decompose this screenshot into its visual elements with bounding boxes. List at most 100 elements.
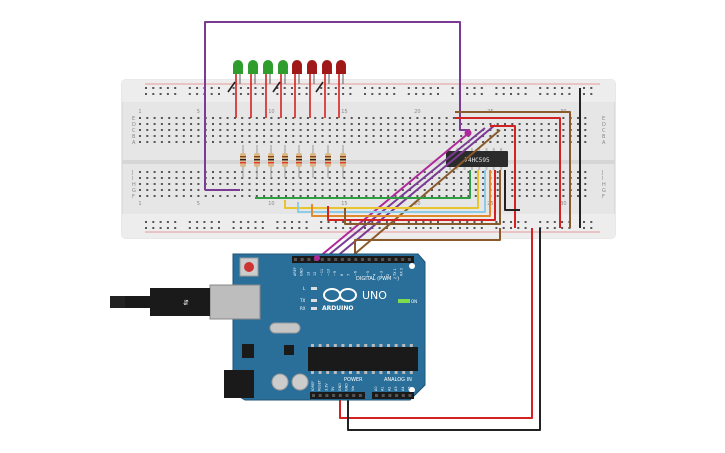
header-pin-label: TX 1 [393,268,397,277]
col-label: 5 [197,109,200,115]
header-pin-label: ~9 [333,271,337,276]
col-label: 15 [341,201,347,207]
model-label: UNO [362,289,387,302]
resistor [310,145,316,178]
row-label: D [602,122,606,128]
col-label: 10 [268,201,274,207]
header-pin-label: ~3 [379,271,383,276]
analog-pin-label: A0 [374,387,378,391]
wire-black-power [347,228,541,431]
row-label: A [132,140,136,146]
resistor [268,145,274,178]
resistor [296,145,302,178]
row-label: H [602,182,606,188]
wire-black-mid [504,170,520,211]
power-pin-label: Vin [351,386,355,391]
wire-purple-3 [334,124,496,259]
brand-label: ARDUINO [322,305,353,312]
col-label: 1 [138,109,141,115]
wire-lightblue [297,170,486,213]
wire-orange [311,170,491,217]
power-pin-label: 3.3V [324,383,328,391]
col-label: 20 [414,201,420,207]
wire-red-power [339,228,533,419]
row-label: C [602,128,606,134]
wire-brown-board [354,228,501,258]
analog-pin-label: A5 [408,387,412,391]
led-green [278,60,288,118]
led-l-label: L [303,286,306,291]
led-array [227,60,346,118]
chip-label: 74HC595 [464,157,490,164]
led-tx-label: TX [299,298,305,303]
led-red [307,60,317,118]
led-red [322,60,332,118]
header-pin-label: GND [300,268,304,276]
col-label: 1 [138,201,141,207]
col-label: 15 [341,109,347,115]
header-pin-label: 12 [313,272,317,276]
header-pin-label: 13 [306,272,310,276]
wire-red-low [327,170,496,221]
svg-text:⇵: ⇵ [183,299,189,307]
row-label: C [132,128,136,134]
wire-brown-right [455,111,571,228]
col-label: 5 [197,201,200,207]
analog-pin-label: A3 [394,387,398,391]
led-green [263,60,273,118]
wire-magenta [317,131,471,259]
row-label: E [602,116,605,122]
wire-purple-2 [324,127,486,259]
header-pin-label: AREF [293,267,297,276]
junction-dot-1 [464,129,472,137]
row-label: G [132,188,136,194]
row-label: F [602,194,605,200]
header-pin-label: 7 [347,274,351,276]
led-rx-label: RX [300,306,306,311]
row-label: H [132,182,136,188]
led-red [336,60,346,118]
arduino-logo [323,288,357,302]
wire-brown-low [344,170,501,225]
header-pin-label: 8 [340,274,344,276]
wire-red-right [455,117,561,228]
power-pin-label: IOREF [311,381,315,391]
on-label: ON [411,299,417,304]
power-pin-label: 5V [331,386,335,391]
analog-pin-label: A2 [387,387,391,391]
header-pin-label: ~10 [327,269,331,276]
led-green [233,60,243,118]
analog-pin-label: A4 [401,387,405,391]
wire-purple-loop [204,21,470,190]
row-label: J [131,170,133,176]
analog-pin-label: A1 [381,387,385,391]
wires [204,21,581,431]
arduino-uno-board: ⇵ ARDUINO UNO DIGITAL (PWM ~) POWER [110,253,426,401]
header-pin-label: ~5 [366,271,370,276]
power-pin-label: RESET [318,379,322,391]
power-label: POWER [344,377,363,383]
header-pin-label: RX 0 [400,268,404,276]
resistor [240,145,246,178]
row-label: B [132,134,136,140]
resistor [325,145,331,178]
header-pin-label: ~6 [353,271,357,276]
junction-dot-2 [314,255,320,261]
row-label: I [132,176,133,182]
header-pin-label: ~11 [320,269,324,276]
wire-green [255,170,471,199]
led-red [292,60,302,118]
power-pin-label: GND [345,383,349,391]
wire-yellow [284,170,479,209]
col-label: 10 [268,109,274,115]
row-label: G [602,188,606,194]
power-pin-label: GND [338,383,342,391]
col-label: 30 [560,201,566,207]
row-label: B [602,134,606,140]
resistor-array [240,145,346,178]
resistor [282,145,288,178]
row-label: J [601,170,603,176]
wire-red-short [490,125,516,228]
